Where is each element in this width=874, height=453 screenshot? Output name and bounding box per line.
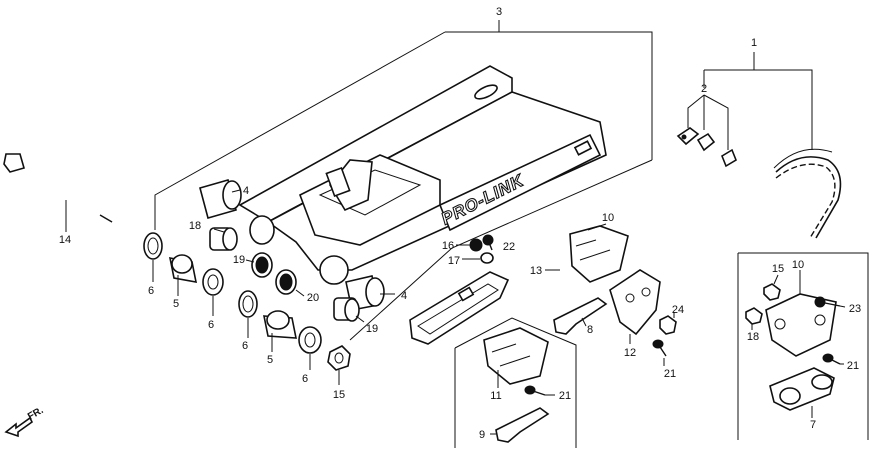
pivot-bolt-13 [3,153,113,232]
callout-9: 10 [792,259,804,271]
bolt-16 [469,238,483,252]
group-bracket-3 [154,20,653,341]
dust-seal-6-a [143,232,163,260]
seal-19-upper [251,252,273,278]
chain-guide-plate-11 [609,269,661,336]
callout-6-b: 6 [208,319,214,331]
callouts: 3 1 2 4 18 19 20 4 19 14 6 5 6 6 5 6 15 … [59,6,861,441]
callout-13: 14 [59,234,71,246]
callout-12: 13 [530,265,542,277]
callout-21-right: 21 [847,360,859,372]
collar-5-a [168,254,198,283]
callout-15-upper: 15 [772,263,784,275]
front-arrow-icon [4,416,34,438]
dust-seal-6-c [238,290,258,318]
callout-7: 7 [810,419,816,431]
bolt-24 [659,315,677,335]
callout-20: 21 [559,390,571,402]
group-bracket-1 [687,52,813,150]
callout-3: 3 [496,6,502,18]
chain-guide-10-upper [569,225,629,283]
bolt-21-center [652,339,667,357]
drive-chain-1 [773,148,842,239]
nut-15-upper [763,283,781,301]
callout-14: 15 [333,389,345,401]
needle-bearing-18-lower [333,297,360,322]
group-bracket-10-lower [454,317,577,448]
guide-pad-8-upper [553,297,608,335]
callout-1: 1 [751,37,757,49]
bolt-20 [524,385,546,396]
dust-seal-6-b [202,268,224,296]
bolt-22 [482,234,494,251]
bolt-21-right [822,353,841,365]
callout-16: 16 [442,240,454,252]
master-link-2 [676,127,737,168]
callout-6-c: 6 [242,340,248,352]
dust-seal-6-d [298,326,322,354]
callout-4-lower: 4 [401,290,407,302]
callout-6-a: 6 [148,285,154,297]
swingarm: PRO-LINK [238,65,607,285]
callout-18-lower: 19 [366,323,378,335]
callout-8-lower: 9 [479,429,485,441]
callout-5-a: 5 [173,298,179,310]
callout-6-d: 6 [302,373,308,385]
callout-2: 2 [701,83,707,95]
collar-5-b [263,310,297,339]
callout-23: 23 [849,303,861,315]
callout-10-upper: 10 [602,212,614,224]
group-bracket-9 [737,252,869,440]
nut-15-lower [745,307,763,325]
needle-bearing-18-upper [209,227,238,251]
chain-guide-10-lower [483,327,549,385]
callout-17: 17 [448,255,460,267]
bolt-23 [814,296,841,308]
washer-17 [480,252,494,264]
callout-24: 24 [672,304,684,316]
callout-10-lower: 11 [490,390,501,402]
callout-11: 12 [624,347,636,359]
callout-21-center: 21 [664,368,676,380]
guide-pad-8-lower [495,407,550,443]
chain-slider-12 [409,271,510,345]
callout-19-upper: 19 [233,254,245,266]
callout-5-b: 5 [267,354,273,366]
nut-14 [327,345,351,385]
front-label: FR. [26,405,46,423]
callout-8-upper: 8 [587,324,593,336]
bushing-4-upper [199,179,242,219]
seal-19-lower [275,269,297,295]
front-direction-indicator: FR. [4,405,46,438]
callout-19-lower: 20 [307,292,319,304]
callout-15-lower: 18 [747,331,759,343]
leader-lines [152,189,846,435]
callout-18-upper: 18 [189,220,201,232]
chain-roller-7 [769,367,835,411]
callout-4-upper: 4 [243,185,249,197]
callout-22: 22 [503,241,515,253]
